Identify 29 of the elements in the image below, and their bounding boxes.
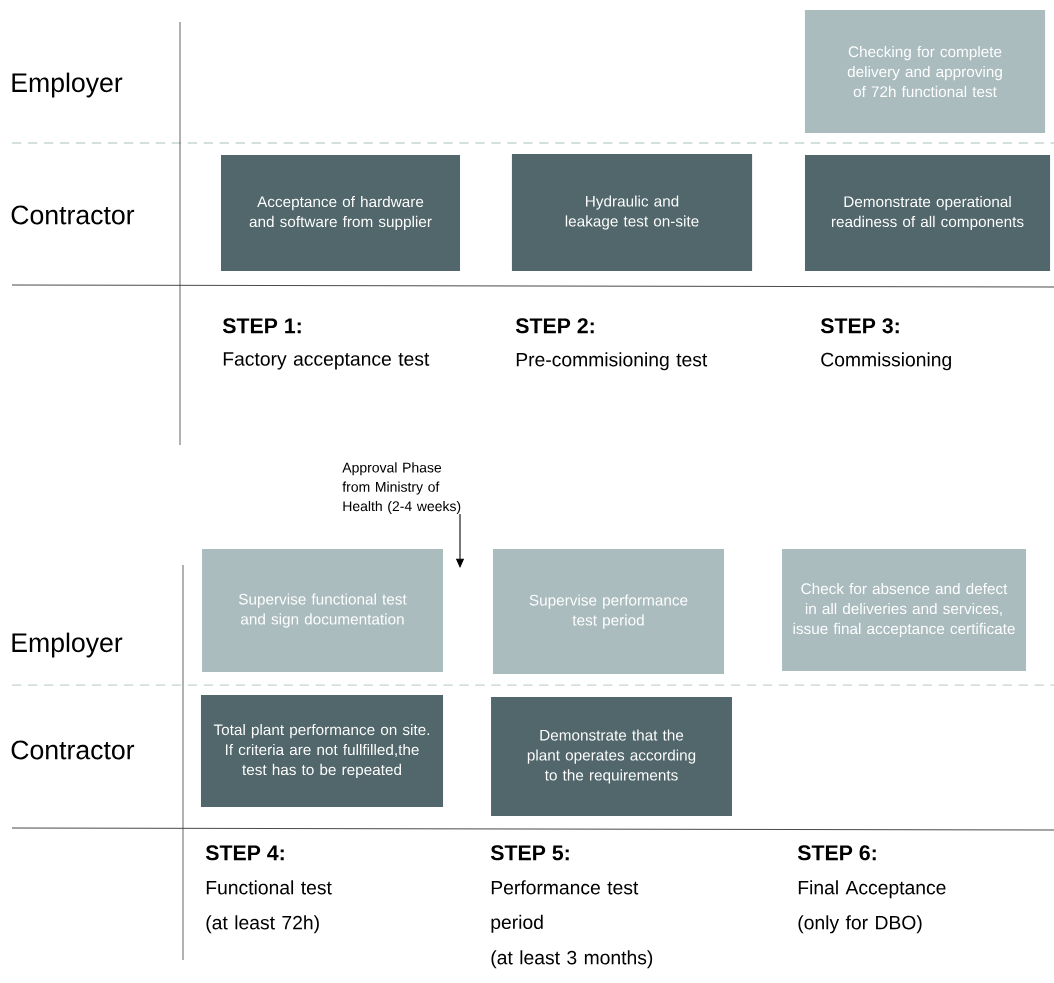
lane-label: Employer (12, 72, 123, 98)
step-title: STEP 2: (515, 318, 594, 334)
lane-label: Contractor (11, 740, 135, 760)
process-box: Hydraulic and leakage test on-site (511, 154, 753, 272)
process-box: Checking for complete delivery and approving of 72h functional test (804, 9, 1046, 134)
process-box: Supervise performance test period (492, 549, 725, 674)
step-description: Functional test (206, 880, 332, 895)
process-box: Demonstrate operational readiness of all components (804, 155, 1051, 271)
step-title: STEP 6: (797, 845, 876, 861)
process-box: Supervise functional test and sign documentation (202, 548, 443, 673)
process-box: Acceptance of hardware and software from supplier (221, 155, 461, 271)
step-title: STEP 1: (222, 318, 301, 334)
step-description: Pre-commisioning test (516, 352, 708, 371)
step-title: STEP 5: (490, 845, 569, 861)
step-title: STEP 3: (820, 318, 899, 334)
step-description: (at least 72h) (206, 915, 319, 934)
process-box: Demonstrate that the plant operates according to the requirements (491, 697, 732, 816)
step-description: (at least 3 months) (491, 950, 653, 969)
process-box: Total plant performance on site. If criteria are not fullfilled,the test has to be repeated (200, 694, 444, 808)
lane-label: Contractor (11, 205, 135, 225)
step-description: (only for DBO) (798, 915, 922, 934)
lane-label: Employer (12, 632, 123, 658)
step-description: Commissioning (821, 352, 951, 371)
process-box: Check for absence and defect in all deliveries and services, issue final acceptance certificate (782, 549, 1026, 671)
approval-note: Approval Phase from Ministry of Health (2-4 weeks) (342, 462, 461, 514)
step-title: STEP 4: (205, 845, 284, 861)
step-description: Factory acceptance test (223, 352, 430, 370)
step-description: Performance test period (491, 880, 639, 933)
step-description: Final Acceptance (798, 880, 946, 899)
